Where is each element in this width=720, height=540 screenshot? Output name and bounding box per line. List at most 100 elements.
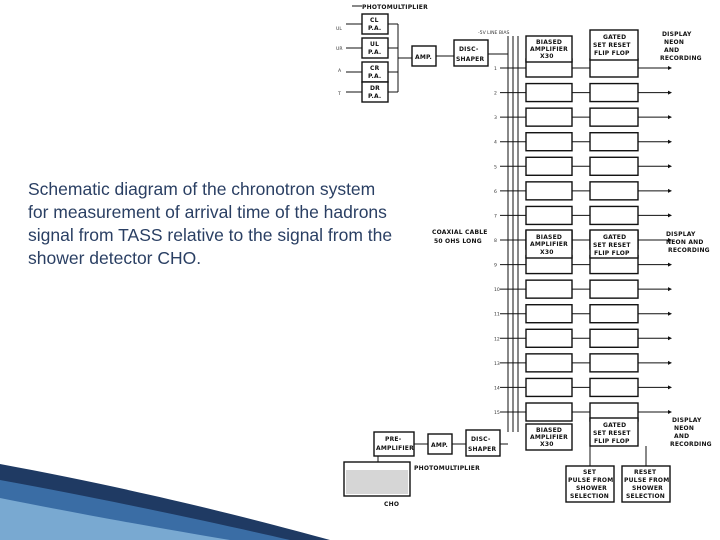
svg-text:X30: X30 [540,53,554,60]
output-arrow [668,66,672,70]
svg-text:DISPLAY: DISPLAY [672,417,702,424]
svg-text:P.A.: P.A. [368,25,381,32]
biased-amp-header-top: BIASED AMPLIFIER X30 [525,35,573,63]
input-wires [346,23,412,93]
svg-text:PRE-: PRE- [385,436,402,443]
input-label-4: T [337,91,341,97]
output-arrow [668,213,672,218]
svg-text:P.A.: P.A. [368,93,381,100]
svg-text:DISC-: DISC- [459,46,479,53]
channel-row: 1 [494,58,672,78]
bias-label: -5V LINE BIAS [478,30,510,36]
svg-text:FLIP FLOP: FLIP FLOP [594,50,630,57]
flip-flop-cell [589,304,639,324]
flip-flop-cell [589,279,639,299]
input-label-2: UR [336,46,343,52]
channel-row: 5 [494,156,672,176]
channel-row: 15 [494,402,672,422]
svg-text:SET RESET: SET RESET [593,430,631,437]
flip-flop-cell [589,377,639,398]
channel-number: 14 [494,385,500,391]
svg-text:AMPLIFIER: AMPLIFIER [530,46,568,53]
set-pulse-block: SET PULSE FROM SHOWER SELECTION [565,465,615,503]
svg-text:BIASED: BIASED [536,234,562,241]
svg-text:SET RESET: SET RESET [593,42,631,49]
output-arrow [668,139,672,144]
disc-shaper-top: DISC- SHAPER [453,39,489,67]
flip-flop-cell [589,107,639,127]
svg-text:AND: AND [664,47,679,54]
flip-flop-cell [589,132,639,152]
biased-amp-cell [525,304,573,324]
reset-pulse-block: RESET PULSE FROM SHOWER SELECTION [621,465,671,503]
svg-text:SET: SET [583,469,597,476]
output-arrow [668,188,672,193]
display-label-mid: DISPLAY NEON AND RECORDING [666,231,710,254]
preamp-block-4: DR P.A. [361,81,389,103]
output-arrow [668,90,672,95]
delay-line-verticals [507,36,519,432]
svg-text:SHAPER: SHAPER [456,56,484,63]
flip-flop-cell [589,58,639,78]
channel-number: 12 [494,336,500,342]
output-arrow [668,385,672,390]
flip-flop-cell [589,328,639,348]
channel-row: 10 [494,279,672,299]
flip-flop-cell [589,181,639,201]
biased-amp-cell [525,156,573,176]
channel-number: 6 [494,189,497,195]
amp-block-bottom: AMP. [427,433,453,455]
svg-text:DR: DR [370,85,380,92]
output-arrow [668,164,672,169]
channel-number: 9 [494,263,497,269]
channel-row: 11 [494,304,672,324]
svg-text:GATED: GATED [603,34,626,41]
preamp-block-2: UL P.A. [361,37,389,59]
svg-text:RECORDING: RECORDING [670,441,712,448]
svg-text:RECORDING: RECORDING [668,247,710,254]
svg-text:SELECTION: SELECTION [570,493,609,500]
flip-flop-cell [589,82,639,103]
channel-number: 5 [494,164,497,170]
biased-amp-cell [525,279,573,299]
svg-text:50 OHS LONG: 50 OHS LONG [434,238,482,245]
cho-label: CHO [384,501,399,508]
svg-text:DISPLAY: DISPLAY [666,231,696,238]
channel-row: 3 [494,107,672,127]
channel-number: 3 [494,115,497,121]
output-arrow [668,336,672,341]
output-arrow [668,262,672,267]
svg-text:PULSE FROM: PULSE FROM [624,477,669,484]
svg-text:X30: X30 [540,249,554,256]
flip-flop-cell [589,205,639,226]
disc-shaper-bottom: DISC- SHAPER [465,429,501,457]
svg-text:PULSE FROM: PULSE FROM [568,477,613,484]
gated-ff-bottom: GATED SET RESET FLIP FLOP [589,417,639,447]
channel-number: 2 [494,91,497,97]
svg-text:P.A.: P.A. [368,49,381,56]
top-photomultiplier-label: PHOTOMULTIPLIER [362,4,428,11]
svg-text:DISPLAY: DISPLAY [662,31,692,38]
svg-text:RESET: RESET [634,469,657,476]
biased-amp-cell [525,82,573,103]
display-label-bottom: DISPLAY NEON AND RECORDING [670,417,712,448]
output-arrow [668,115,672,120]
svg-text:AND: AND [674,433,689,440]
biased-amp-cell [525,132,573,152]
svg-text:BIASED: BIASED [536,39,562,46]
channel-row: 14 [494,377,672,398]
channel-number: 11 [494,312,500,318]
svg-text:SHOWER: SHOWER [576,485,607,492]
svg-text:FLIP FLOP: FLIP FLOP [594,438,630,445]
svg-text:FLIP FLOP: FLIP FLOP [594,250,630,257]
svg-text:NEON: NEON [664,39,684,46]
biased-amp-cell [525,377,573,398]
biased-amp-cell [525,402,573,422]
svg-text:GATED: GATED [603,422,626,429]
channel-row: 2 [494,82,672,103]
channel-row: 4 [494,132,672,152]
biased-amp-cell [525,328,573,348]
coaxial-cable-label: COAXIAL CABLE 50 OHS LONG [432,229,487,245]
channel-row: 12 [494,328,672,348]
